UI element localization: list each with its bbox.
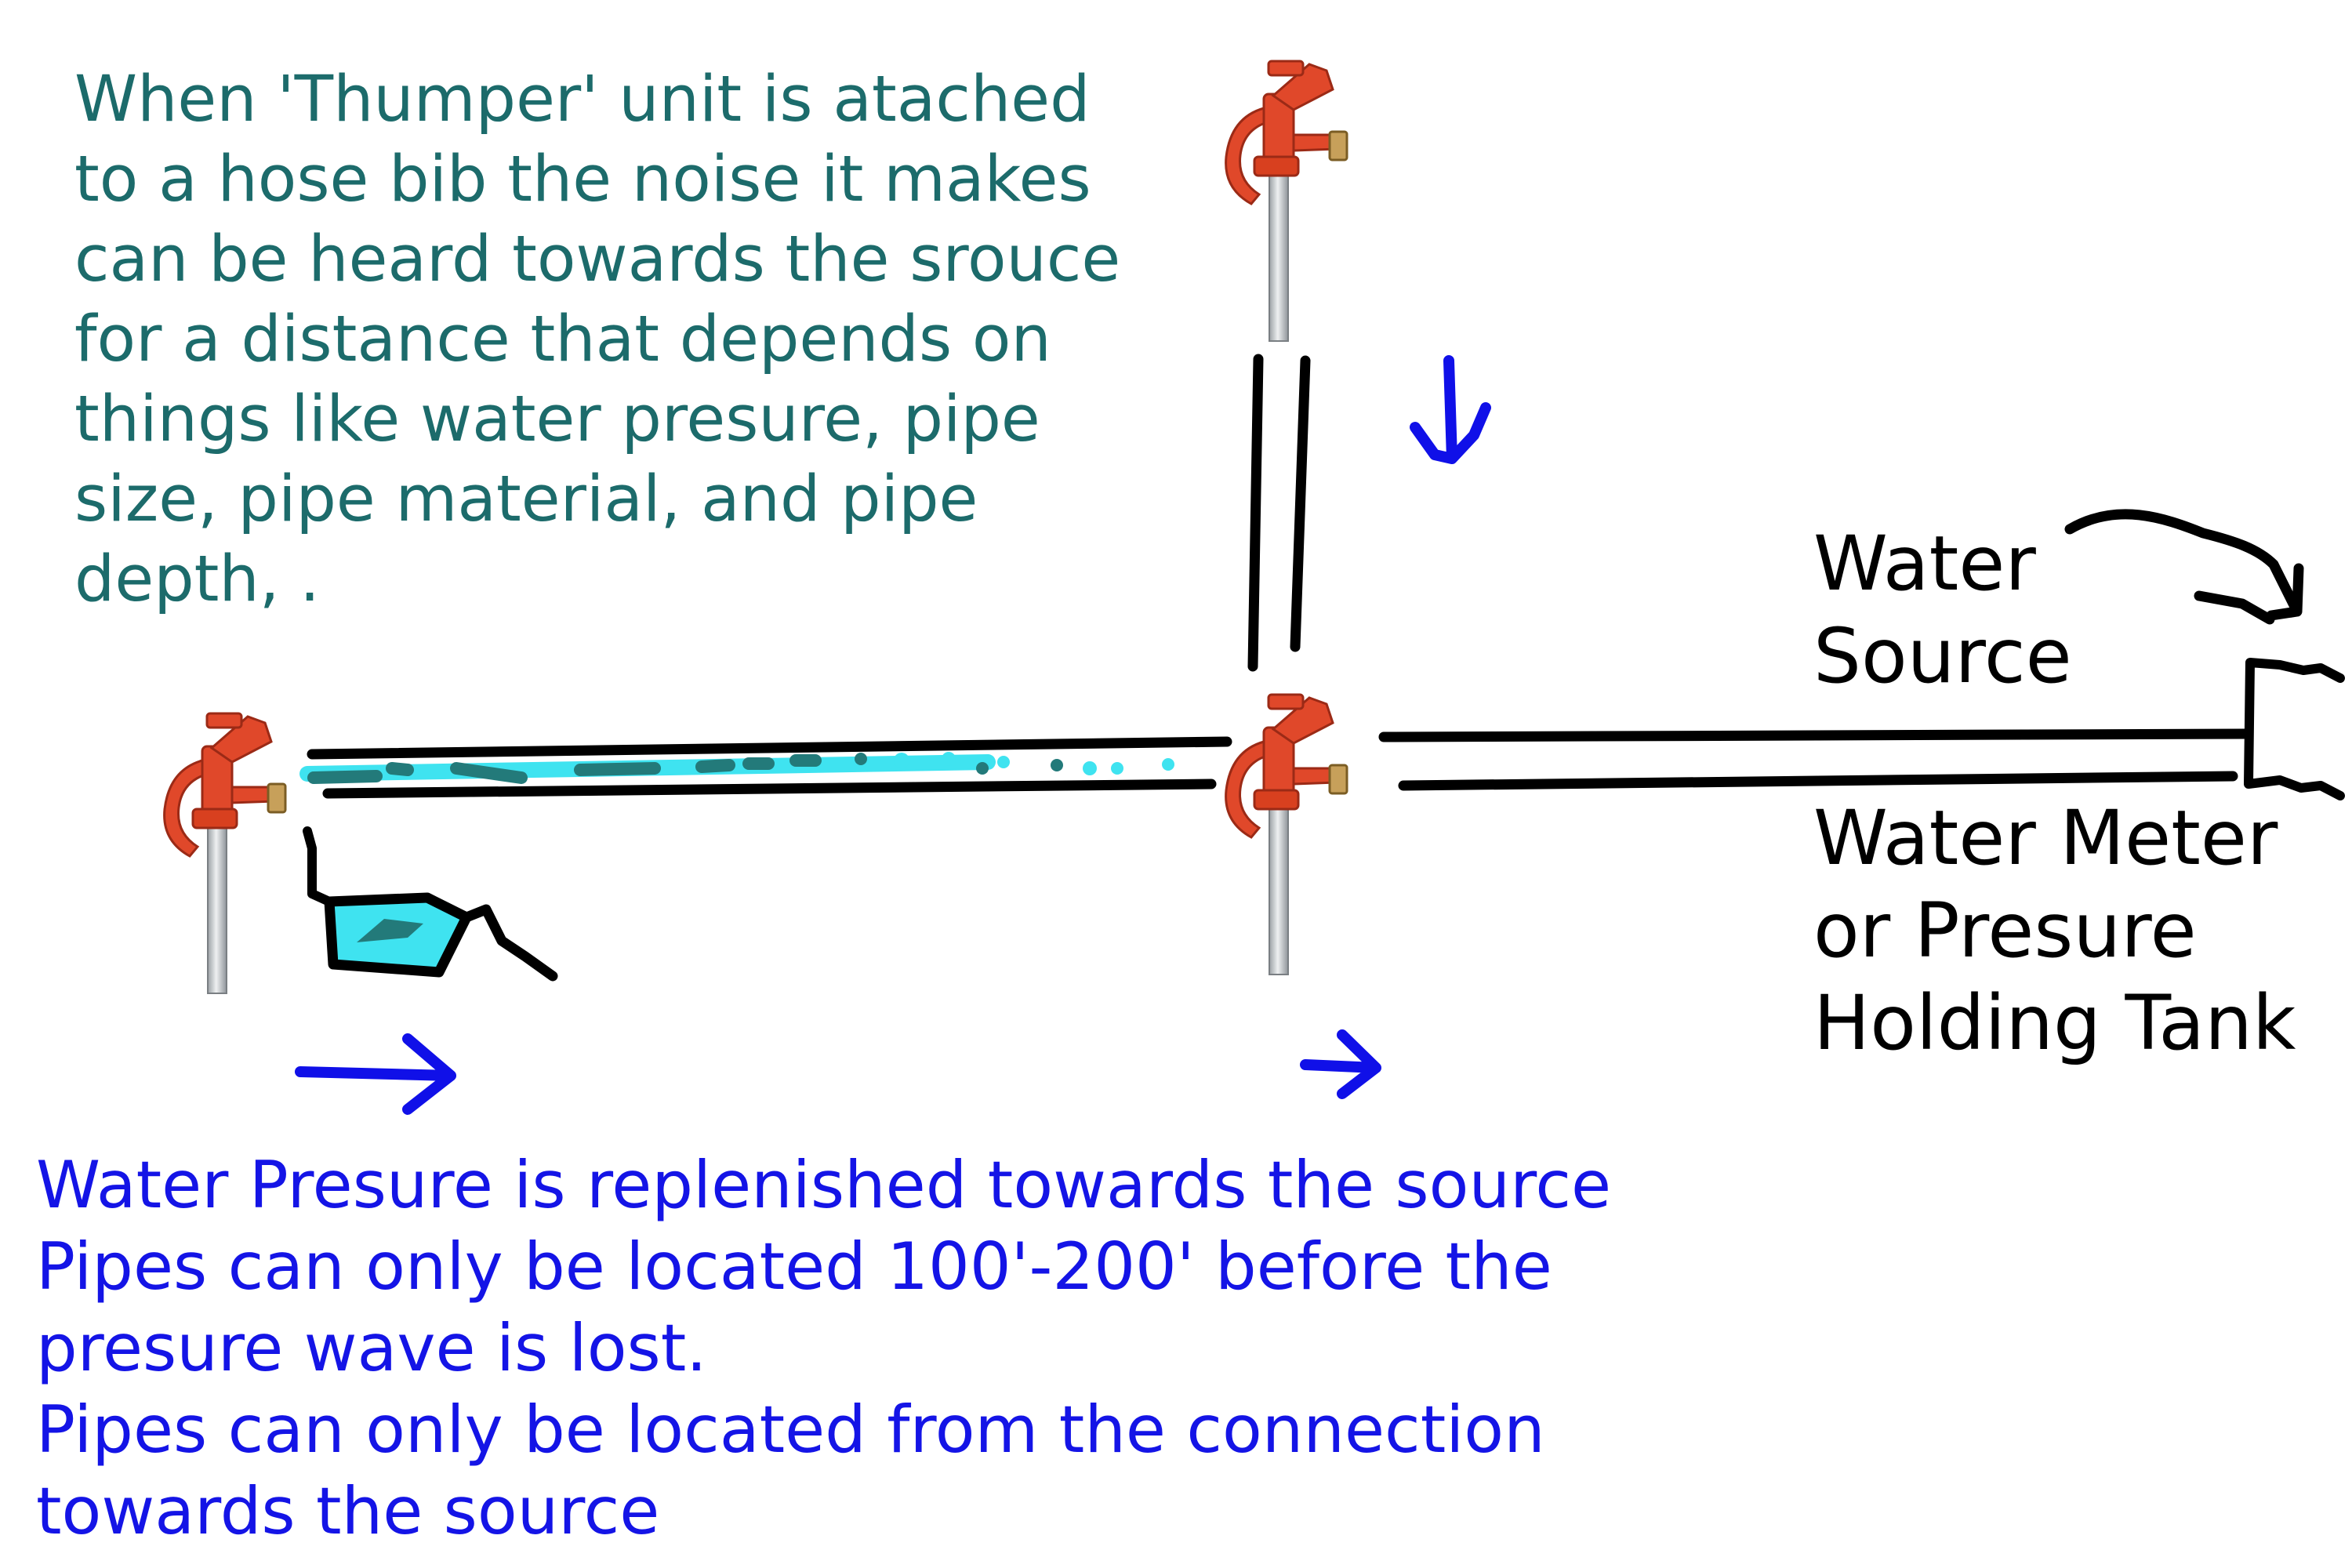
pressure-wave	[299, 752, 1174, 784]
explanation-line: Water Presure is replenished towards the…	[36, 1147, 1612, 1223]
note-line: to a hose bib the noise it makes	[74, 143, 1091, 216]
meter-tank-outline	[2244, 658, 2345, 800]
explanation-line: Pipes can only be located from the conne…	[36, 1392, 1545, 1468]
left-pipe	[307, 736, 1232, 799]
source-pointer-arrow	[2064, 509, 2304, 625]
thumper-unit-icon	[303, 826, 558, 982]
explanation-line: towards the source	[36, 1473, 660, 1549]
note-line: things like water presure, pipe	[74, 383, 1040, 456]
explanation-line: presure wave is lost.	[36, 1310, 707, 1386]
flow-arrow-icon	[1410, 355, 1491, 464]
hose-bib-hydrant-icon	[163, 712, 287, 995]
note-line: for a distance that depends on	[74, 303, 1051, 376]
water-source-label: Water Source	[1813, 520, 2072, 700]
riser-pipe	[1247, 354, 1311, 672]
note-line: size, pipe material, and pipe	[74, 463, 978, 536]
note-line: depth, .	[74, 543, 321, 616]
hose-bib-hydrant-icon	[1225, 693, 1348, 976]
main-pipe	[1378, 728, 2252, 791]
flow-arrow-icon	[295, 1033, 456, 1115]
thumper-note: When 'Thumper' unit is atached to a hose…	[74, 60, 1120, 619]
water-meter-label: Water Meter or Presure Holding Tank	[1813, 794, 2296, 1067]
note-line: When 'Thumper' unit is atached	[74, 63, 1091, 136]
flow-arrow-icon	[1300, 1029, 1381, 1099]
pressure-explanation: Water Presure is replenished towards the…	[36, 1145, 1611, 1552]
explanation-line: Pipes can only be located 100'-200' befo…	[36, 1229, 1552, 1305]
hose-bib-hydrant-icon	[1225, 60, 1348, 343]
note-line: can be heard towards the srouce	[74, 223, 1121, 296]
